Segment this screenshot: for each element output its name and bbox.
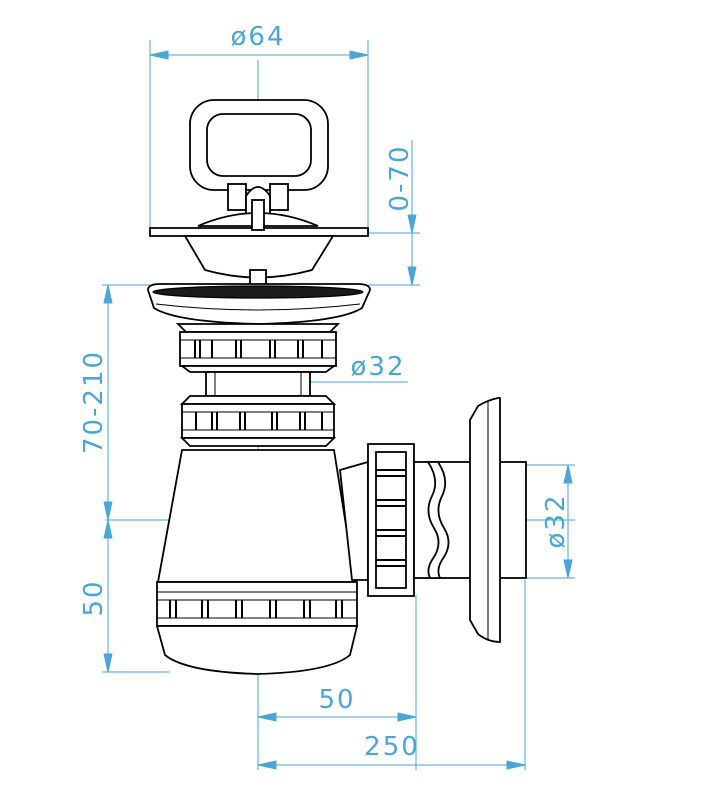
upper-nut	[175, 323, 341, 373]
dim-bottom-height: 50	[79, 579, 109, 616]
stopper-handle	[189, 99, 329, 216]
plug-cover	[149, 199, 369, 287]
lower-nut	[179, 395, 337, 447]
dim-pipe-diameter-mid: ø32	[351, 352, 406, 382]
dim-height-range: 70-210	[79, 350, 109, 454]
bottom-cup	[155, 581, 359, 675]
siphon-parts	[147, 99, 527, 675]
bottle-trap-body	[156, 449, 357, 583]
outlet-nut	[367, 443, 415, 597]
dim-stopper-range: 0-70	[385, 144, 415, 211]
dimension-labels: ø64 0-70 70-210 ø32 ø32 50 50 250	[79, 22, 571, 762]
vertical-pipe	[205, 371, 311, 397]
dim-total-width: 250	[364, 732, 420, 762]
sink-flange	[147, 283, 371, 325]
dim-outlet-diameter: ø32	[541, 494, 571, 549]
wall-flange	[469, 397, 501, 643]
dim-outlet-offset: 50	[318, 685, 355, 715]
dim-top-diameter: ø64	[231, 22, 286, 52]
